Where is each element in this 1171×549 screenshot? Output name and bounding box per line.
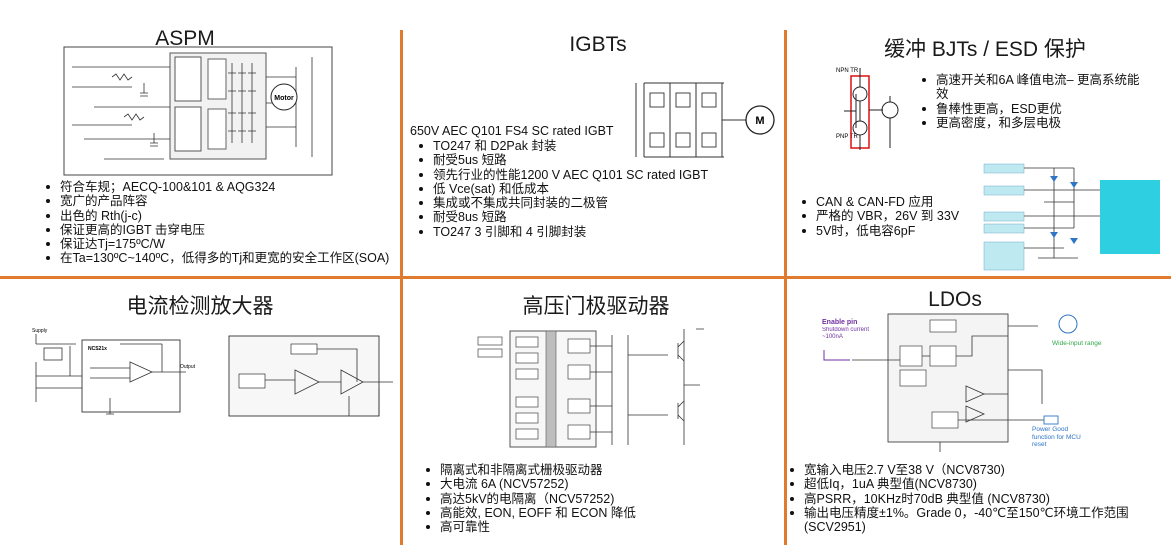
list-item: TO247 3 引脚和 4 引脚封装 bbox=[415, 225, 708, 239]
list-item: 出色的 Rth(j-c) bbox=[42, 209, 389, 223]
gate-driver-schematic bbox=[477, 328, 704, 448]
ldo-title: LDOs bbox=[928, 288, 982, 311]
ldo-bullets: 宽输入电压2.7 V至38 V（NCV8730) 超低Iq，1uA 典型值(NC… bbox=[786, 463, 1146, 534]
bjt-title: 缓冲 BJTs / ESD 保护 bbox=[884, 38, 1086, 61]
list-item: 超低Iq，1uA 典型值(NCV8730) bbox=[786, 477, 1146, 491]
amp-schematic: Supply Output NCS21x bbox=[32, 328, 196, 415]
esd-schematic bbox=[983, 163, 1160, 271]
list-item: 大电流 6A (NCV57252) bbox=[422, 477, 636, 491]
horizontal-divider bbox=[0, 276, 1171, 279]
list-item: 低 Vce(sat) 和低成本 bbox=[415, 182, 708, 196]
list-item: 高PSRR，10KHz时70dB 典型值 (NCV8730) bbox=[786, 492, 1146, 506]
list-item: 5V时，低电容6pF bbox=[798, 224, 959, 238]
list-item: 高能效, EON, EOFF 和 ECON 降低 bbox=[422, 506, 636, 520]
amp-part-label: NCS21x bbox=[88, 346, 107, 352]
igbt-bullets: TO247 和 D2Pak 封装 耐受5us 短路 领先行业的性能1200 V … bbox=[415, 139, 708, 239]
bjt-bullets-top: 高速开关和6A 峰值电流– 更高系统能效 鲁棒性更高，ESD更优 更高密度，和多… bbox=[918, 73, 1144, 130]
list-item: 输出电压精度±1%。Grade 0，-40℃至150℃环境工作范围 (SCV29… bbox=[786, 506, 1146, 535]
ldo-schematic: Enable pin Shutdown current ~100nA Wide-… bbox=[822, 313, 1102, 452]
amp-block-diagram bbox=[228, 335, 393, 417]
amp-title: 电流检测放大器 bbox=[126, 295, 274, 318]
list-item: 保证更高的IGBT 击穿电压 bbox=[42, 223, 389, 237]
gate-bullets: 隔离式和非隔离式栅极驱动器 大电流 6A (NCV57252) 高达5kV的电隔… bbox=[422, 463, 636, 534]
ldo-power-good-label: Power Good function for MCU reset bbox=[1032, 426, 1081, 448]
ldo-shutdown-label: Shutdown current ~100nA bbox=[822, 327, 870, 340]
list-item: 在Ta=130ºC~140ºC，低得多的Tj和更宽的安全工作区(SOA) bbox=[42, 251, 389, 265]
igbt-bridge-schematic: M bbox=[635, 82, 775, 158]
list-item: 高可靠性 bbox=[422, 520, 636, 534]
igbt-lead-text: 650V AEC Q101 FS4 SC rated IGBT bbox=[410, 124, 614, 138]
list-item: 宽广的产品阵容 bbox=[42, 194, 389, 208]
aspm-title: ASPM bbox=[155, 27, 215, 50]
aspm-bullets: 符合车规；AECQ-100&101 & AQG324 宽广的产品阵容 出色的 R… bbox=[42, 180, 389, 266]
vertical-divider-right bbox=[784, 30, 787, 545]
list-item: 耐受5us 短路 bbox=[415, 153, 708, 167]
list-item: 集成或不集成共同封装的二极管 bbox=[415, 196, 708, 210]
list-item: 隔离式和非隔离式栅极驱动器 bbox=[422, 463, 636, 477]
list-item: 严格的 VBR，26V 到 33V bbox=[798, 209, 959, 223]
vertical-divider-left bbox=[400, 30, 403, 545]
amp-supply-label: Supply bbox=[32, 328, 48, 334]
list-item: 鲁棒性更高，ESD更优 bbox=[918, 102, 1144, 116]
list-item: 保证达Tj=175ºC/W bbox=[42, 237, 389, 251]
igbt-title: IGBTs bbox=[569, 33, 627, 56]
list-item: 更高密度，和多层电极 bbox=[918, 116, 1144, 130]
aspm-schematic: Motor bbox=[63, 46, 333, 176]
list-item: 高达5kV的电隔离（NCV57252) bbox=[422, 492, 636, 506]
igbt-motor-label: M bbox=[755, 115, 764, 127]
list-item: 耐受8us 短路 bbox=[415, 210, 708, 224]
gate-title: 高压门极驱动器 bbox=[522, 295, 670, 318]
ldo-wide-input-label: Wide-input range bbox=[1052, 340, 1102, 347]
npn-label: NPN TR bbox=[836, 68, 859, 74]
aspm-motor-label: Motor bbox=[274, 95, 294, 102]
pnp-label: PNP TR bbox=[836, 134, 858, 140]
list-item: 符合车规；AECQ-100&101 & AQG324 bbox=[42, 180, 389, 194]
bjt-bullets-bottom: CAN & CAN-FD 应用 严格的 VBR，26V 到 33V 5V时，低电… bbox=[798, 195, 959, 238]
ldo-enable-label: Enable pin bbox=[822, 319, 857, 326]
bjt-schematic: NPN TR PNP TR bbox=[836, 68, 899, 150]
list-item: TO247 和 D2Pak 封装 bbox=[415, 139, 708, 153]
list-item: 领先行业的性能1200 V AEC Q101 SC rated IGBT bbox=[415, 168, 708, 182]
list-item: CAN & CAN-FD 应用 bbox=[798, 195, 959, 209]
amp-output-label: Output bbox=[180, 364, 196, 370]
list-item: 高速开关和6A 峰值电流– 更高系统能效 bbox=[918, 73, 1144, 102]
list-item: 宽输入电压2.7 V至38 V（NCV8730) bbox=[786, 463, 1146, 477]
